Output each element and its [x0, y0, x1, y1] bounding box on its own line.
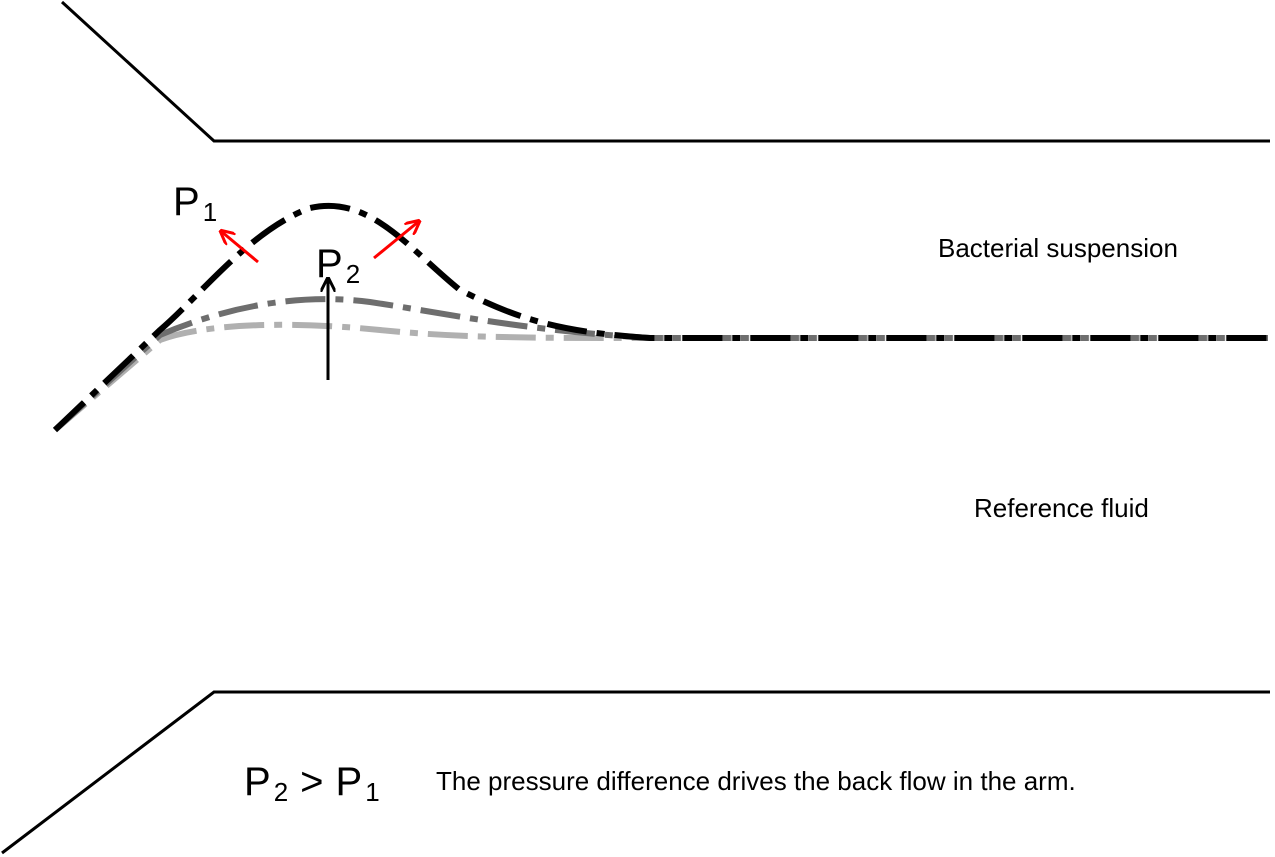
inequality-right-symbol: P	[335, 760, 363, 804]
caption-text: The pressure difference drives the back …	[436, 766, 1076, 796]
bacterial-suspension-label: Bacterial suspension	[938, 233, 1178, 263]
top-wall	[60, 0, 1270, 143]
bottom-wall	[1, 690, 1270, 855]
pressure-arrow-right	[373, 222, 418, 260]
pressure-arrow-left	[222, 232, 259, 264]
interface-mid	[52, 296, 1268, 433]
inequality-left-symbol: P	[244, 760, 271, 804]
p1-symbol: P	[173, 180, 200, 224]
reference-fluid-label: Reference fluid	[974, 493, 1149, 523]
inequality-right-subscript: 1	[365, 777, 380, 807]
interface-light	[53, 321, 1268, 433]
p2-symbol: P	[316, 242, 343, 286]
p1-subscript: 1	[202, 197, 218, 227]
p2-subscript: 2	[345, 259, 361, 289]
inequality-operator: >	[300, 760, 324, 804]
interface-strong	[52, 203, 1268, 433]
inequality-left-subscript: 2	[273, 777, 289, 807]
